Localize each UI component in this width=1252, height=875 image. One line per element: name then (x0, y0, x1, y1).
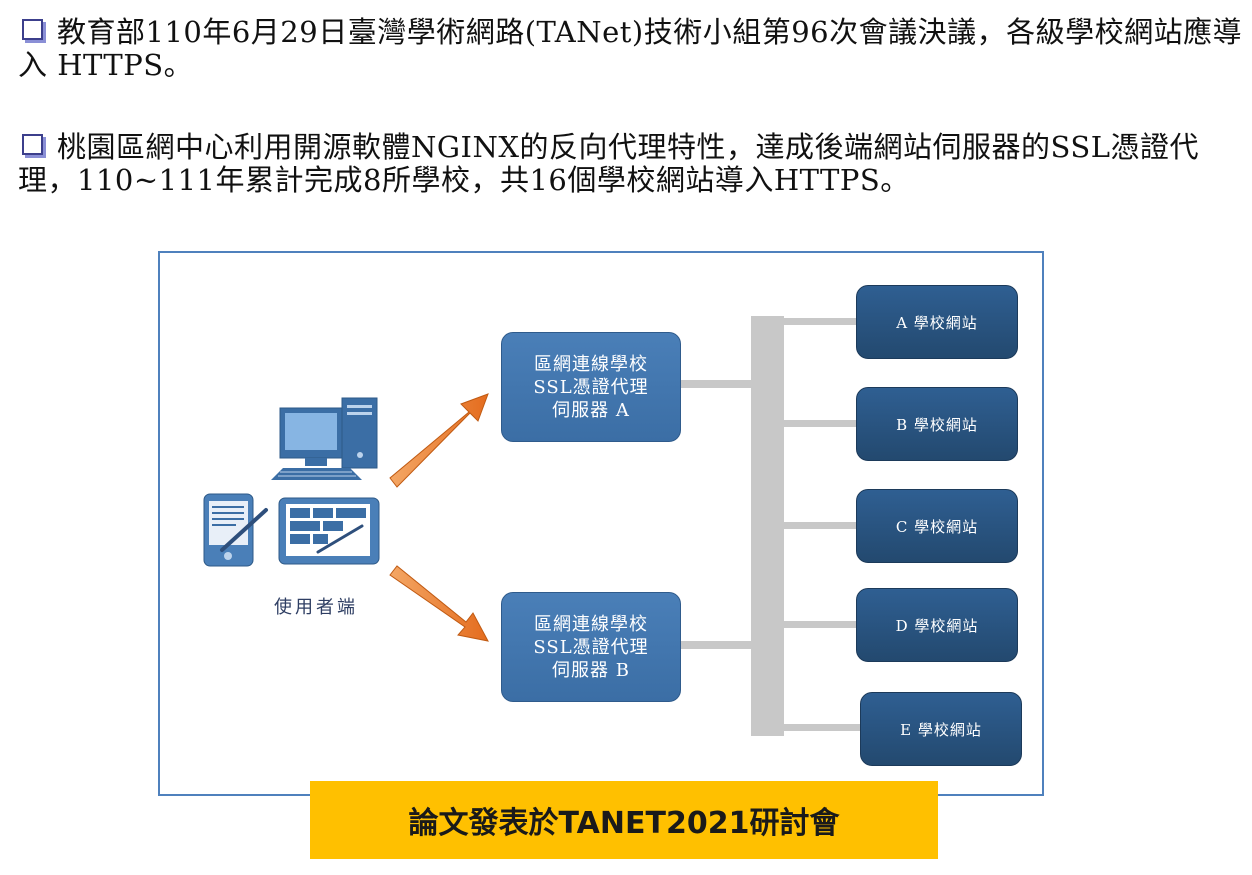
conference-banner: 論文發表於TANET2021研討會 (310, 781, 938, 859)
bullet-text: 教育部110年6月29日臺灣學術網路(TANet)技術小組第96次會議決議，各級… (18, 15, 1243, 82)
proxy-server-b-box: 區網連線學校 SSL憑證代理 伺服器 B (501, 592, 681, 702)
proxy-b-line-3: 伺服器 B (552, 659, 630, 681)
proxy-b-line-1: 區網連線學校 (534, 613, 648, 635)
proxy-a-connector-line (679, 380, 755, 388)
bullet-item-nginx-proxy: 桃園區網中心利用開源軟體NGINX的反向代理特性，達成後端網站伺服器的SSL憑證… (18, 131, 1243, 197)
desktop-computer-icon (271, 397, 378, 480)
pen-tablet-icon (278, 497, 380, 565)
proxy-b-line-2: SSL憑證代理 (533, 636, 649, 658)
checkbox-bullet-icon (22, 134, 43, 155)
bullet-text: 桃園區網中心利用開源軟體NGINX的反向代理特性，達成後端網站伺服器的SSL憑證… (18, 130, 1200, 197)
bullet-item-https-policy: 教育部110年6月29日臺灣學術網路(TANet)技術小組第96次會議決議，各級… (18, 16, 1243, 82)
site-b-connector-line (784, 420, 860, 427)
checkbox-bullet-icon (22, 19, 43, 40)
proxy-server-a-box: 區網連線學校 SSL憑證代理 伺服器 A (501, 332, 681, 442)
school-site-d-box: D 學校網站 (856, 588, 1018, 662)
proxy-a-line-2: SSL憑證代理 (533, 376, 649, 398)
site-a-connector-line (784, 318, 860, 325)
proxy-a-line-1: 區網連線學校 (534, 353, 648, 375)
proxy-a-line-3: 伺服器 A (552, 399, 630, 421)
site-c-connector-line (784, 522, 860, 529)
arrow-to-proxy-b (389, 565, 489, 642)
banner-text: 論文發表於TANET2021研討會 (408, 806, 840, 841)
school-site-e-box: E 學校網站 (860, 692, 1022, 766)
proxy-b-connector-line (679, 641, 755, 649)
network-bus (751, 316, 784, 736)
school-site-a-box: A 學校網站 (856, 285, 1018, 359)
site-e-connector-line (784, 724, 864, 731)
user-side-label: 使用者端 (274, 597, 358, 618)
tablet-device-icon (203, 493, 268, 567)
school-site-c-box: C 學校網站 (856, 489, 1018, 563)
school-site-b-box: B 學校網站 (856, 387, 1018, 461)
site-d-connector-line (784, 621, 860, 628)
arrow-to-proxy-a (389, 393, 489, 488)
